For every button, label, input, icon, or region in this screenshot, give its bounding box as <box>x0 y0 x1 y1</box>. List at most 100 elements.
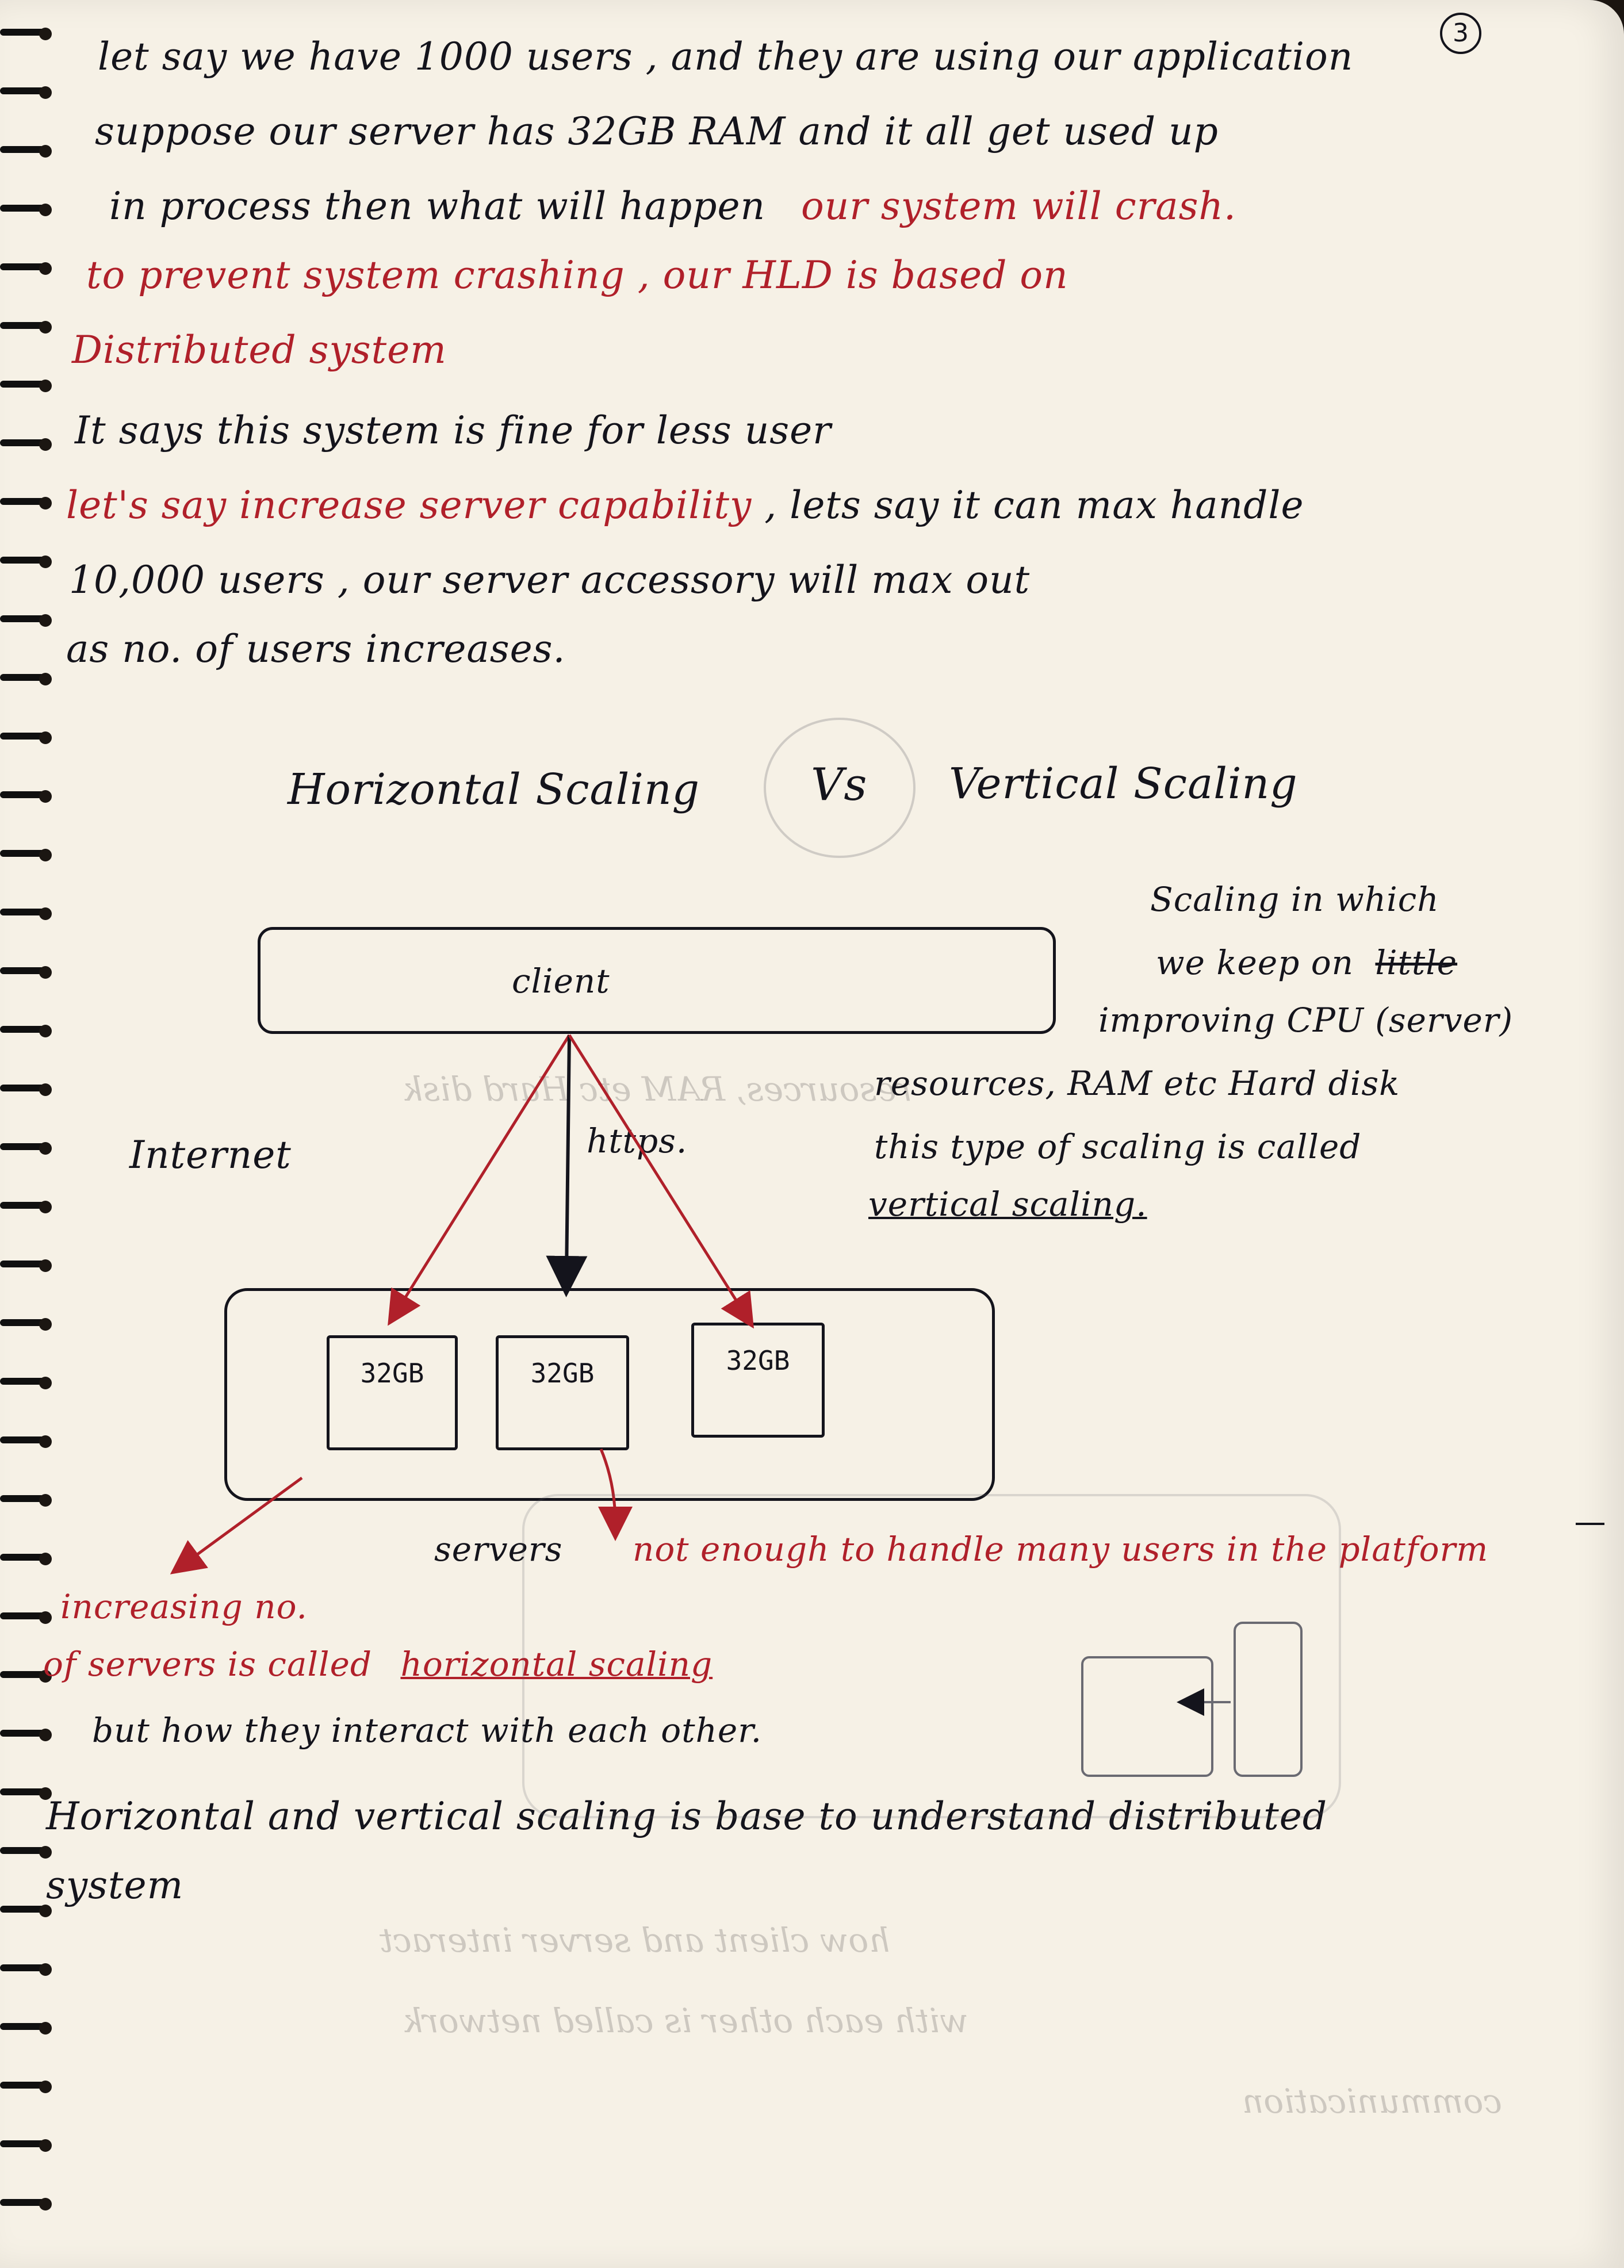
binding-hole <box>39 849 52 861</box>
spiral-wire <box>0 733 45 740</box>
bleed-through-text: resources, RAM etc Hard disk <box>403 1070 913 1109</box>
spiral-wire <box>0 146 45 153</box>
spiral-ring <box>0 1020 52 1037</box>
spiral-wire <box>0 791 45 798</box>
spiral-wire <box>0 850 45 857</box>
binding-hole <box>39 1259 52 1272</box>
binding-hole <box>39 204 52 216</box>
page-number: 3 <box>1440 13 1481 54</box>
spiral-ring <box>0 551 52 568</box>
spiral-ring <box>0 1255 52 1272</box>
text-line-3: in process then what will happen our sys… <box>109 184 1236 228</box>
spiral-ring <box>0 140 52 158</box>
spiral-ring <box>0 1489 52 1507</box>
binding-hole <box>39 321 52 334</box>
binding-hole <box>39 907 52 920</box>
spiral-wire <box>0 381 45 388</box>
spiral-wire <box>0 1964 45 1971</box>
spiral-wire <box>0 1202 45 1209</box>
spiral-ring <box>0 961 52 979</box>
spiral-wire <box>0 1671 45 1678</box>
binding-hole <box>39 966 52 979</box>
binding-hole <box>39 2198 52 2210</box>
spiral-ring <box>0 903 52 920</box>
internet-label: Internet <box>129 1133 292 1177</box>
spiral-ring <box>0 668 52 685</box>
spiral-wire <box>0 1906 45 1913</box>
text-line-4: to prevent system crashing , our HLD is … <box>86 253 1068 297</box>
binding-hole <box>39 262 52 275</box>
spiral-wire <box>0 498 45 505</box>
vertical-note-line-6: vertical scaling. <box>868 1185 1147 1224</box>
spiral-ring <box>0 375 52 392</box>
conclusion-line-1: Horizontal and vertical scaling is base … <box>46 1794 1328 1838</box>
sketch-box-right <box>1234 1622 1303 1777</box>
spiral-wire <box>0 1378 45 1385</box>
https-label: https. <box>587 1121 688 1160</box>
binding-hole <box>39 555 52 568</box>
spiral-wire <box>0 1495 45 1502</box>
binding-hole <box>39 1494 52 1507</box>
spiral-ring <box>0 82 52 99</box>
binding-hole <box>39 380 52 392</box>
text-line-7-red: let's say increase server capability <box>66 483 752 527</box>
spiral-ring <box>0 1548 52 1565</box>
horizontal-note-line-1: increasing no. <box>60 1587 308 1626</box>
binding-hole <box>39 1377 52 1389</box>
spiral-ring <box>0 610 52 627</box>
sketch-box-left <box>1081 1656 1213 1777</box>
vertical-note-line-3: improving CPU (server) <box>1098 1001 1514 1040</box>
horizontal-note-line-2-text: of servers is called <box>43 1645 373 1684</box>
server-box-2: 32GB <box>496 1335 629 1450</box>
spiral-wire <box>0 615 45 622</box>
spiral-ring <box>0 727 52 744</box>
spiral-wire <box>0 909 45 915</box>
spiral-wire <box>0 1612 45 1619</box>
spiral-ring <box>0 1841 52 1859</box>
spiral-wire <box>0 1085 45 1091</box>
heading-vertical-scaling: Vertical Scaling <box>949 759 1298 809</box>
spiral-ring <box>0 1900 52 1917</box>
binding-hole <box>39 1670 52 1683</box>
spiral-ring <box>0 23 52 40</box>
binding-hole <box>39 1318 52 1331</box>
spiral-ring <box>0 1783 52 1800</box>
spiral-wire <box>0 1319 45 1326</box>
spiral-wire <box>0 967 45 974</box>
spiral-ring <box>0 258 52 275</box>
spiral-wire <box>0 1788 45 1795</box>
spiral-ring <box>0 1959 52 1976</box>
binding-hole <box>39 1611 52 1624</box>
binding-hole <box>39 673 52 685</box>
spiral-wire <box>0 263 45 270</box>
spiral-wire <box>0 1847 45 1854</box>
spiral-ring <box>0 316 52 334</box>
horizontal-note-line-2: of servers is called horizontal scaling <box>43 1645 713 1684</box>
spiral-wire <box>0 1554 45 1561</box>
vertical-note-struck-word: little <box>1375 943 1458 982</box>
spiral-wire <box>0 439 45 446</box>
spiral-ring <box>0 1313 52 1331</box>
binding-hole <box>39 731 52 744</box>
binding-hole <box>39 1142 52 1155</box>
binding-hole <box>39 2139 52 2152</box>
text-line-2: suppose our server has 32GB RAM and it a… <box>95 109 1219 154</box>
spiral-ring <box>0 2135 52 2152</box>
spiral-ring <box>0 1079 52 1096</box>
spiral-wire <box>0 322 45 329</box>
client-box <box>258 927 1056 1034</box>
spiral-ring <box>0 1724 52 1741</box>
binding-hole <box>39 1025 52 1037</box>
vertical-note-line-2-text: we keep on <box>1156 943 1354 982</box>
binding-hole <box>39 145 52 158</box>
spiral-ring <box>0 199 52 216</box>
spiral-wire <box>0 1143 45 1150</box>
text-line-7-black: , lets say it can max handle <box>764 483 1304 527</box>
spiral-ring <box>0 1372 52 1389</box>
binding-hole <box>39 1787 52 1800</box>
text-line-5: Distributed system <box>72 328 447 372</box>
binding-hole <box>39 28 52 40</box>
spiral-ring <box>0 1607 52 1624</box>
spiral-wire <box>0 674 45 681</box>
